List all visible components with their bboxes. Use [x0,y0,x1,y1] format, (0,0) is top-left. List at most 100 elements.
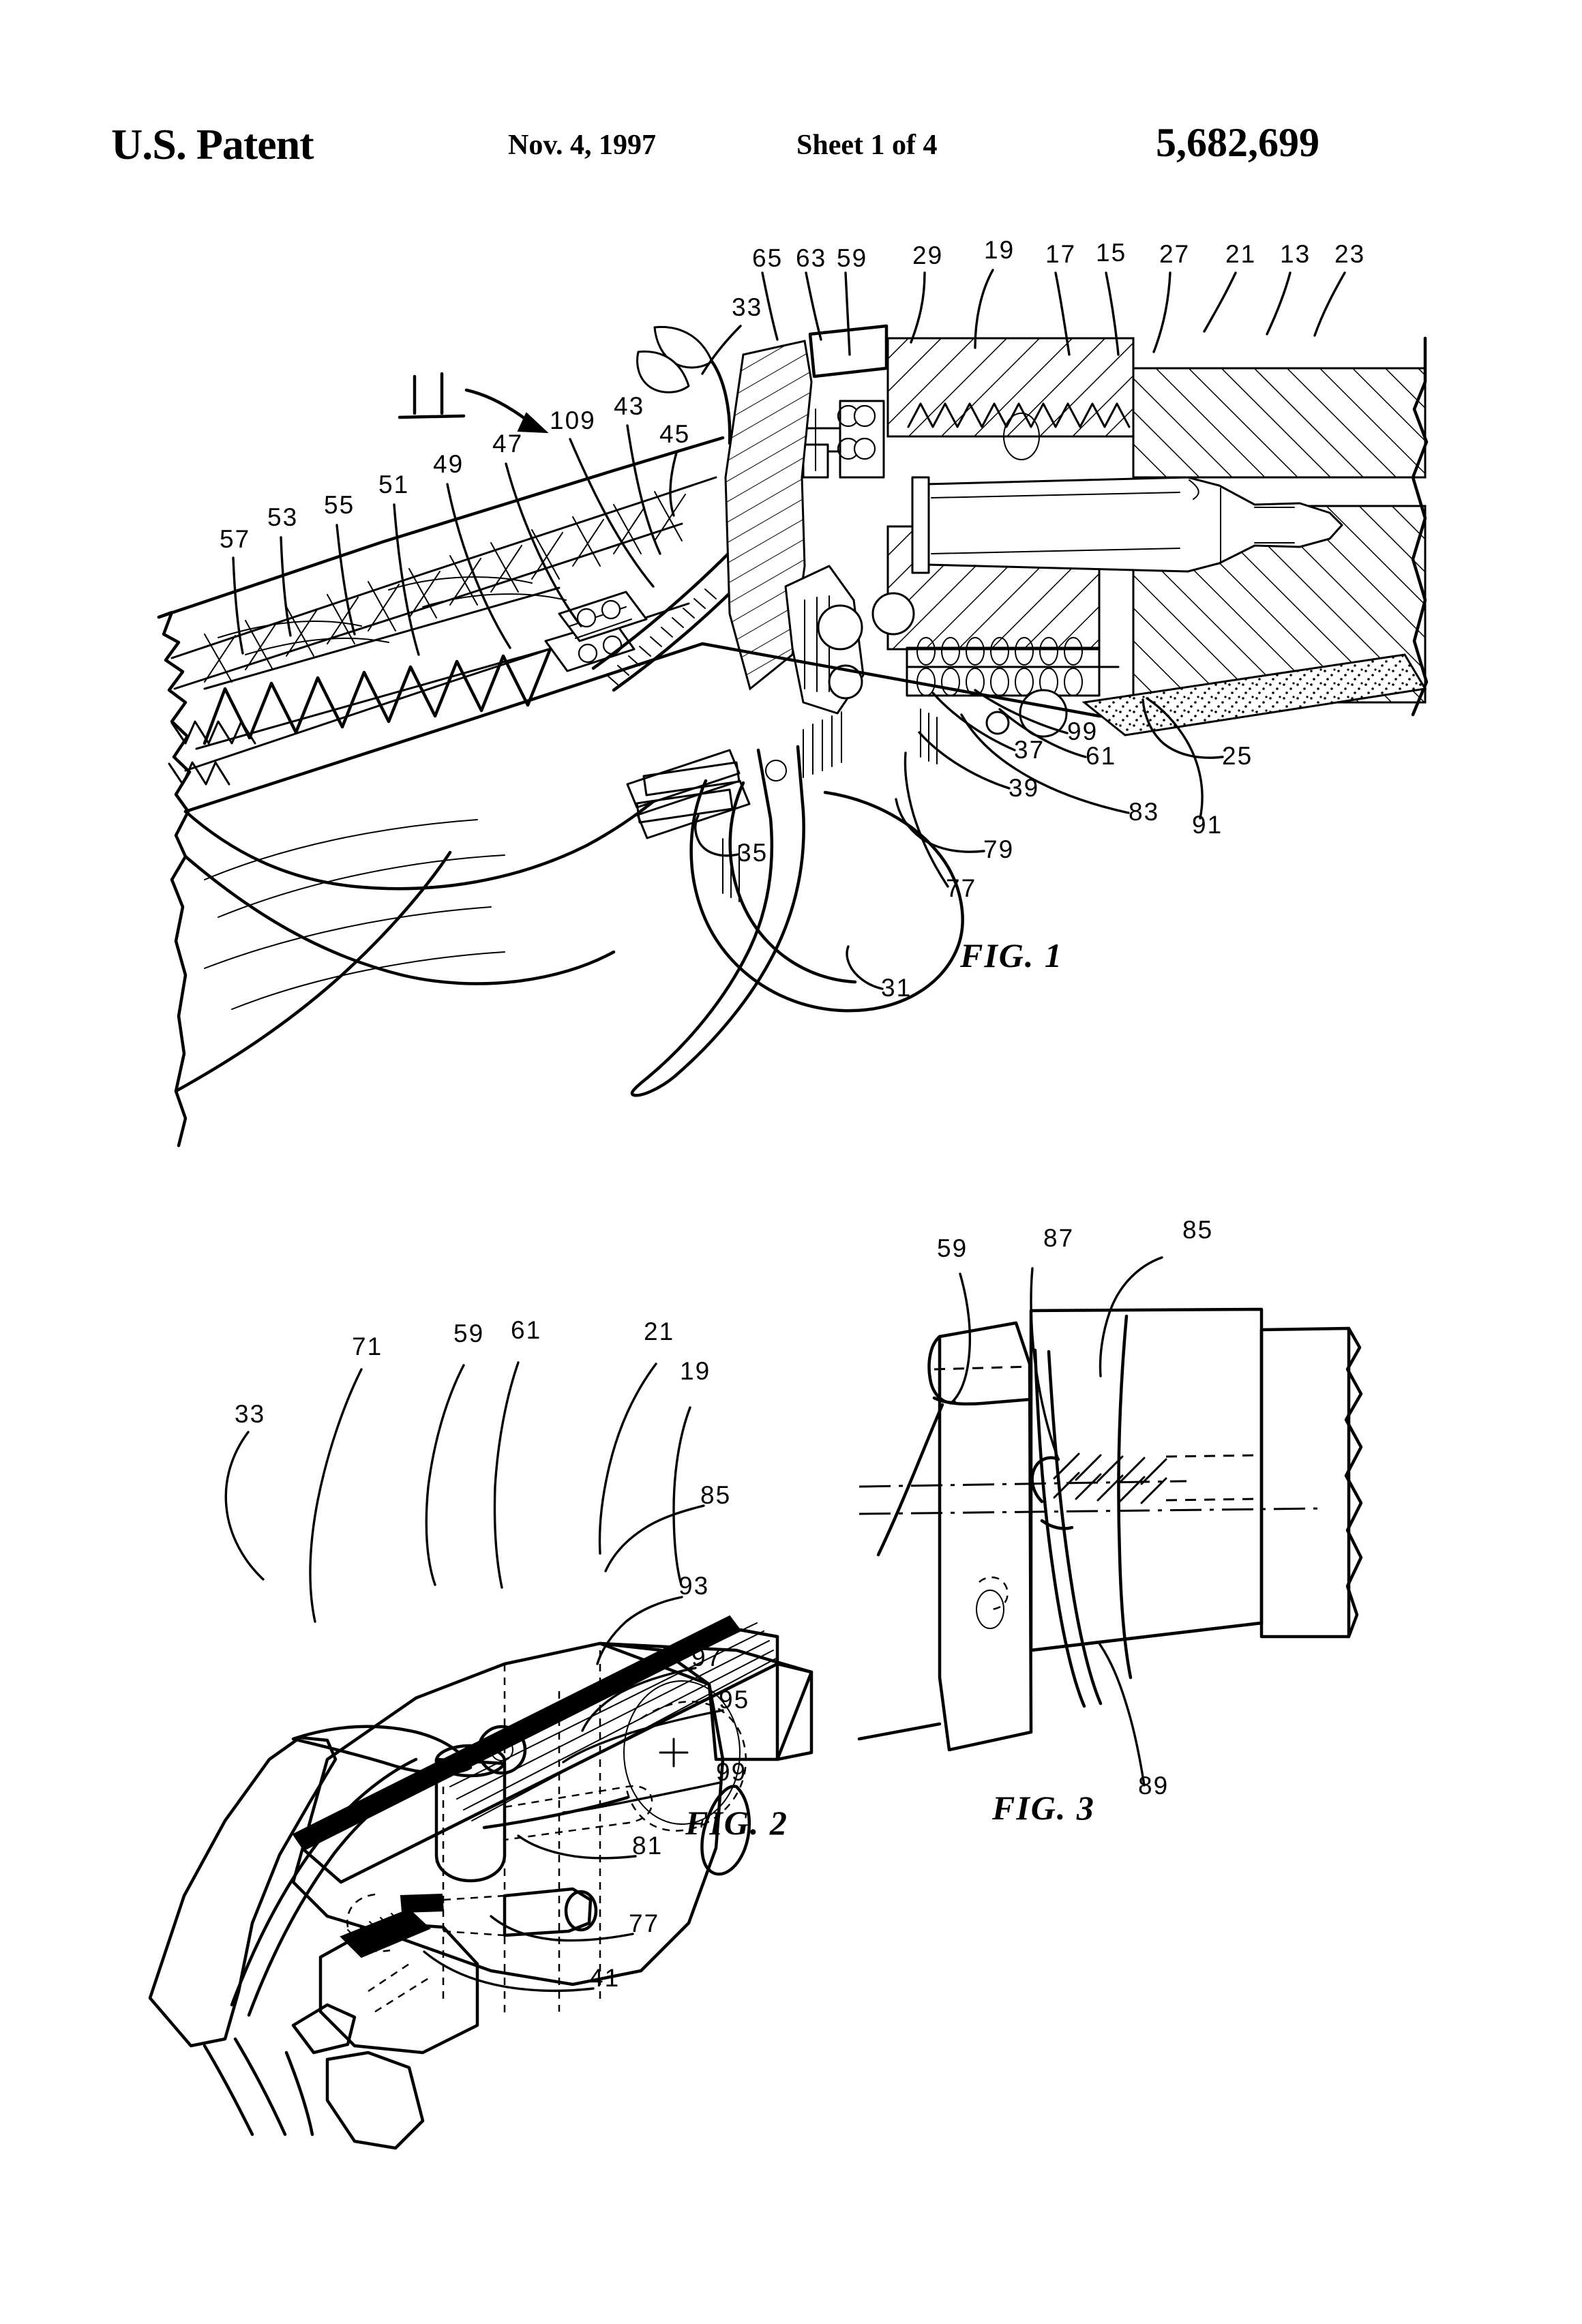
fig3-ref-85: 85 [1182,1216,1214,1244]
fig1-trigger [630,745,805,1097]
fig1-leader-lines [232,269,1346,990]
fig1-stock-hatch-upper [204,491,686,683]
fig3-spring-89 [1030,1452,1262,1530]
fig1-ref-25: 25 [1222,742,1253,770]
fig3-block-base [1029,1621,1264,1652]
fig1-sear-group [784,565,915,715]
fig3-ref-59: 59 [937,1234,968,1262]
fig2-top-face [598,1641,814,1876]
fig2-caption: FIG. 2 [685,1804,788,1842]
fig2-ref-41: 41 [589,1964,621,1992]
fig2-ref-93: 93 [678,1572,710,1600]
fig1-ref-29: 29 [912,241,944,269]
fig1-ref-27: 27 [1159,240,1191,268]
patent-number: 5,682,699 [1156,120,1319,165]
fig2-ref-81: 81 [632,1832,663,1860]
fig1-ref-13: 13 [1280,240,1311,268]
fig3-center-line-lower [859,1507,1324,1515]
fig1-ref-79: 79 [983,835,1015,863]
fig3-caption: FIG. 3 [992,1789,1095,1827]
fig1-cartridge [911,476,1343,574]
fig2-leader-lines [224,1361,724,1993]
fig2-lug-93 [482,1785,653,1841]
fig1-ref-91: 91 [1192,811,1223,839]
fig1-ref-51: 51 [378,471,410,498]
figure-2-drawing [148,1361,814,2150]
fig1-follower-block [544,591,648,672]
fig1-ref-33: 33 [732,293,763,321]
fig2-ref-59: 59 [453,1320,485,1347]
fig2-ref-71: 71 [352,1332,383,1360]
fig2-ref-21: 21 [644,1317,675,1345]
fig3-tang-87 [1033,1348,1103,1708]
fig1-ref-55: 55 [324,491,355,519]
fig1-bolt-assembly [802,400,885,479]
fig1-ref-109: 109 [550,406,596,434]
fig1-stipple-wedge [1081,653,1427,736]
fig1-ref-31: 31 [881,974,912,1002]
fig1-ref-49: 49 [433,450,464,478]
fig1-ref-35: 35 [737,839,768,867]
fig2-ref-77: 77 [629,1909,660,1937]
fig3-center-line-upper [859,1480,1187,1488]
fig1-extractor-claw [636,325,732,445]
fig1-caption: FIG. 1 [960,936,1063,974]
fig3-lever-nose-59 [876,1365,1033,1557]
fig1-receiver-upper [886,337,1427,479]
fig3-leader-lines [949,1256,1163,1787]
fig2-ref-33: 33 [235,1400,266,1428]
fig2-hammer-pawl [148,1725,473,2048]
fig1-ref-21: 21 [1225,240,1257,268]
fig2-ref-99: 99 [716,1758,747,1786]
fig1-ref-47: 47 [492,430,524,458]
fig1-firing-pin-spring [837,404,876,460]
fig1-magazine-spring [906,637,1120,738]
fig1-break-edge [1411,336,1429,717]
fig1-ref-37: 37 [1014,736,1045,764]
fig2-ref-97: 97 [691,1643,723,1671]
patent-header: U.S. Patent Nov. 4, 1997 Sheet 1 of 4 5,… [0,119,1582,181]
figure-1-drawing [157,269,1429,1148]
fig1-frame-shading [722,709,938,902]
fig3-rib [1117,1314,1133,1680]
fig2-ref-61: 61 [511,1316,542,1344]
fig1-ref-77: 77 [946,874,977,902]
fig1-ref-45: 45 [659,420,691,448]
patent-office-title: U.S. Patent [111,120,314,168]
fig1-recoil-spring-51 [195,586,561,750]
fig1-ref-19: 19 [984,236,1015,264]
fig1-ref-39: 39 [1009,774,1040,802]
figure-3-drawing [857,1256,1363,1787]
fig1-butt-detail-57 [168,720,256,786]
fig1-ref-17: 17 [1045,240,1077,268]
fig2-ref-19: 19 [680,1357,711,1385]
fig1-ref-99: 99 [1067,717,1099,745]
fig1-ref-63: 63 [796,244,827,272]
fig1-trigger-bar-slots [636,761,741,824]
fig3-base-line [857,1722,942,1741]
fig1-ref-23: 23 [1334,240,1366,268]
fig3-ref-87: 87 [1043,1224,1075,1252]
fig2-ref-85: 85 [700,1481,732,1509]
fig3-block-85 [1029,1307,1363,1652]
fig1-ref-59: 59 [837,244,868,272]
fig1-ref-83: 83 [1129,798,1160,826]
fig1-ref-57: 57 [220,525,251,553]
fig1-section-marker [398,372,549,434]
fig1-ref-43: 43 [614,392,645,420]
fig2-sear-block [291,1908,479,2150]
fig1-ref-15: 15 [1096,239,1127,267]
fig1-grip-stock [174,775,684,1093]
fig1-ref-61: 61 [1086,742,1117,770]
fig2-lower-legs [203,2037,314,2136]
fig3-sear-lever-plate [927,1321,1033,1752]
sheet-number: Sheet 1 of 4 [796,130,938,161]
fig1-trigger-guard [689,779,964,1013]
fig1-wood-grain [204,576,567,1010]
fig2-ref-95: 95 [719,1686,750,1714]
fig2-plunger-97 [346,1887,598,1952]
fig3-ref-89: 89 [1138,1772,1169,1800]
fig1-ref-65: 65 [752,244,783,272]
fig1-ref-53: 53 [267,503,299,531]
patent-date: Nov. 4, 1997 [508,130,657,161]
